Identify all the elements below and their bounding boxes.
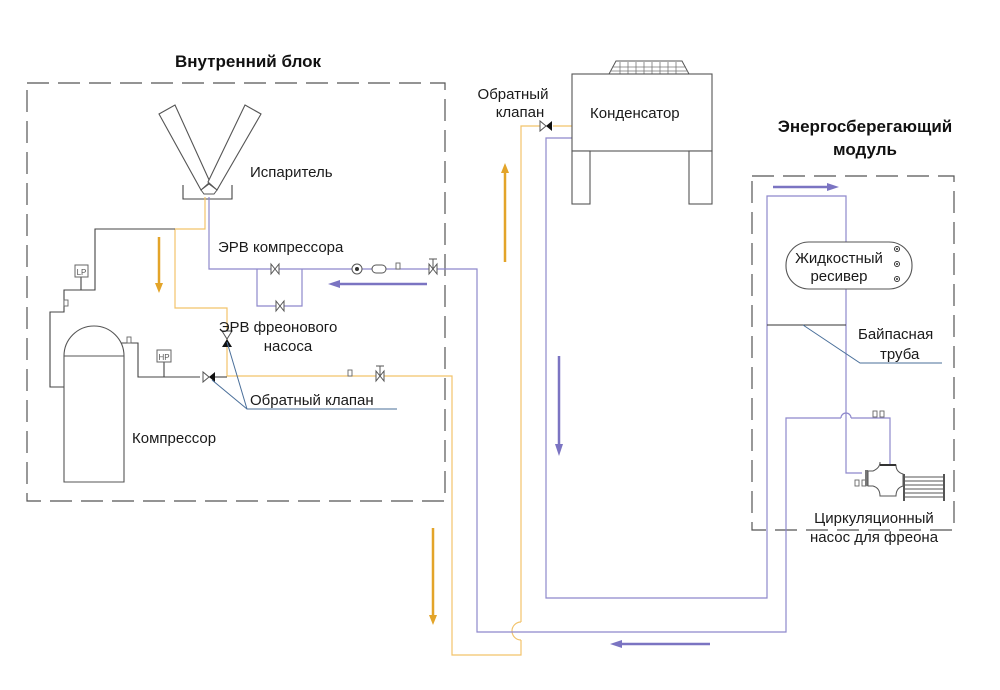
check-valve-leader-2	[211, 379, 248, 410]
hp-switch-label: HP	[158, 353, 169, 362]
compressor	[63, 325, 125, 483]
bypass-label-line2: труба	[880, 346, 920, 363]
filter-drier	[371, 264, 387, 274]
liquid-pipe-indoor	[208, 197, 841, 633]
eev-pump-label-line1: ЭРВ фреонового	[219, 319, 338, 336]
shutoff-valve-liquid	[428, 258, 438, 276]
pipe-crossover-yellow	[511, 621, 522, 641]
eev-pump-label-line2: насоса	[264, 338, 313, 355]
check-valve-horizontal	[202, 370, 215, 384]
pump-label-line1: Циркуляционный	[814, 510, 934, 527]
check-valve-condenser	[539, 119, 552, 133]
liquid-pipe-condenser-return	[545, 137, 862, 599]
hp-switch	[156, 349, 172, 363]
energy-module-title-line2: модуль	[833, 140, 897, 159]
pump-label-line2: насос для фреона	[810, 529, 939, 546]
liquid-receiver	[785, 241, 913, 290]
condenser-label: Конденсатор	[590, 105, 680, 122]
eev-compressor-label: ЭРВ компрессора	[218, 239, 344, 256]
sight-glass-dot	[355, 267, 359, 271]
eev-compressor-valve	[270, 262, 280, 276]
bypass-leader	[802, 324, 942, 364]
lp-switch	[74, 264, 89, 278]
check-valve-indoor-label: Обратный клапан	[250, 392, 374, 409]
pump-discharge-pipe	[851, 417, 891, 466]
circulation-pump	[865, 461, 945, 501]
service-ports	[63, 262, 885, 487]
receiver-label-line2: ресивер	[810, 268, 867, 285]
evaporator	[158, 104, 262, 200]
shutoff-valve-gas	[375, 365, 385, 383]
compressor-label: Компрессор	[132, 430, 216, 447]
hot-gas-riser	[520, 125, 540, 622]
lp-switch-label: LP	[77, 268, 87, 277]
discharge-line	[108, 342, 200, 378]
pipe-crossover-blue	[840, 412, 852, 419]
receiver-label-line1: Жидкостный	[795, 250, 883, 267]
indoor-unit-title: Внутренний блок	[175, 52, 322, 71]
energy-module-title-line1: Энергосберегающий	[778, 117, 953, 136]
condenser	[571, 60, 713, 205]
evaporator-label: Испаритель	[250, 164, 333, 181]
check-valve-outdoor-label-line1: Обратный	[478, 86, 549, 103]
hot-gas-pipe-indoor	[174, 197, 522, 656]
energy-module-boundary	[751, 175, 955, 531]
indoor-unit-boundary	[26, 82, 446, 502]
eev-pump-valve	[275, 299, 285, 313]
lp-switch-line	[80, 276, 95, 291]
check-valve-outdoor-label-line2: клапан	[496, 104, 545, 121]
bypass-label-line1: Байпасная	[858, 326, 933, 343]
